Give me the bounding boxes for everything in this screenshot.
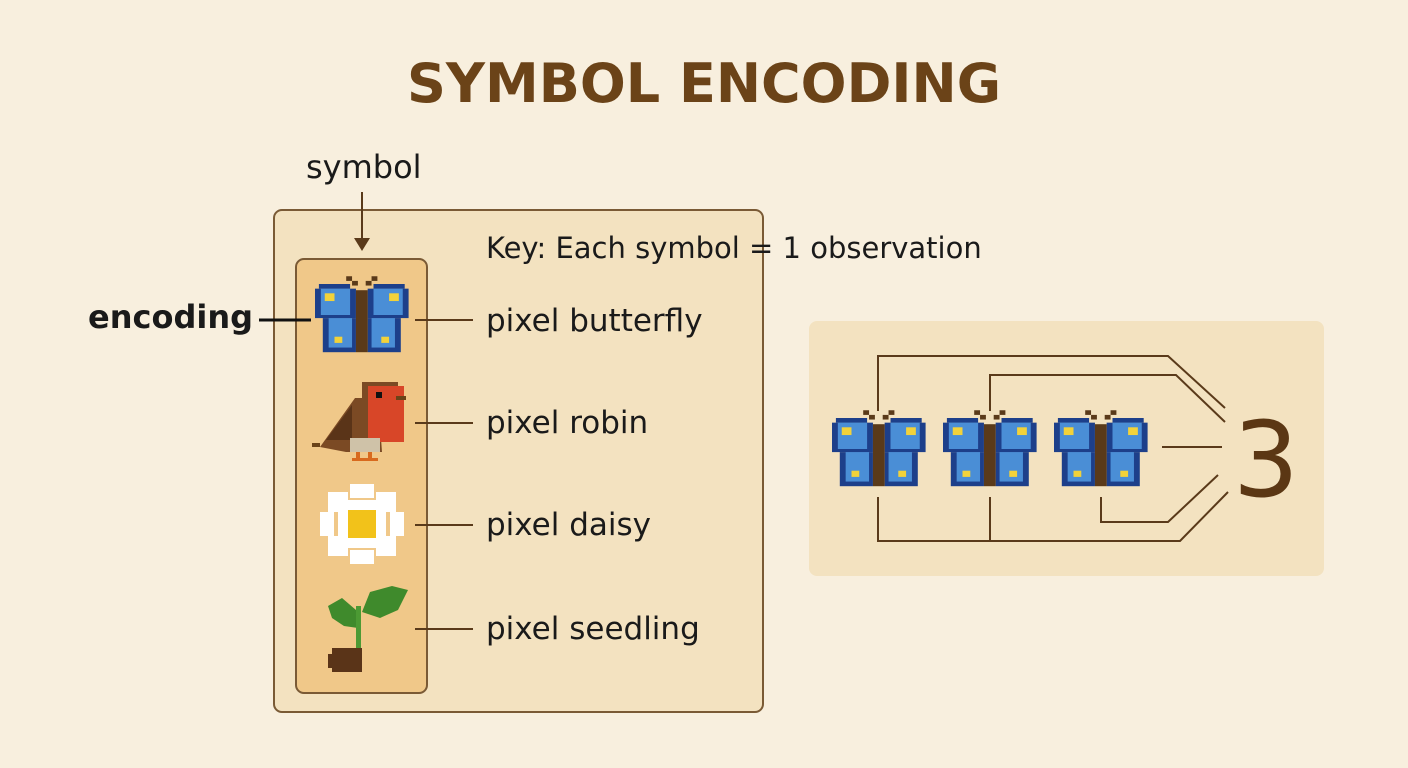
legend-label-daisy: pixel daisy — [486, 507, 652, 543]
legend-label-seedling: pixel seedling — [486, 611, 700, 647]
page-title: SYMBOL ENCODING — [406, 52, 1002, 115]
encoding-label: encoding — [88, 298, 253, 336]
count-bracket — [877, 355, 1229, 542]
pixel-seedling-icon — [328, 586, 408, 672]
symbol-column — [295, 258, 428, 694]
key-text: Key: Each symbol = 1 observation — [486, 231, 982, 265]
pixel-robin-icon — [312, 382, 406, 461]
legend-label-butterfly: pixel butterfly — [486, 303, 703, 339]
pixel-daisy-icon — [320, 484, 404, 564]
legend-label-robin: pixel robin — [486, 405, 649, 441]
symbol-label: symbol — [306, 148, 422, 186]
count-value: 3 — [1232, 399, 1300, 521]
symbol-arrowhead — [354, 238, 370, 251]
